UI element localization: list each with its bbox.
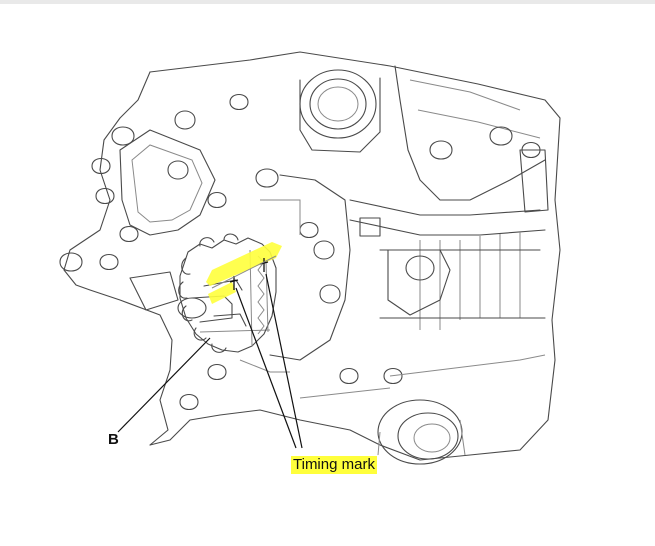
engine-block <box>59 51 561 465</box>
pointer-timing-mark-2 <box>265 273 303 449</box>
callout-label-b: B <box>108 431 119 448</box>
timing-highlight <box>206 242 282 304</box>
callout-label-timing-mark: Timing mark <box>291 456 377 474</box>
callout-lines <box>117 273 303 449</box>
top-border <box>0 0 655 4</box>
pointer-b <box>117 337 211 433</box>
pointer-timing-mark-1 <box>235 287 297 449</box>
